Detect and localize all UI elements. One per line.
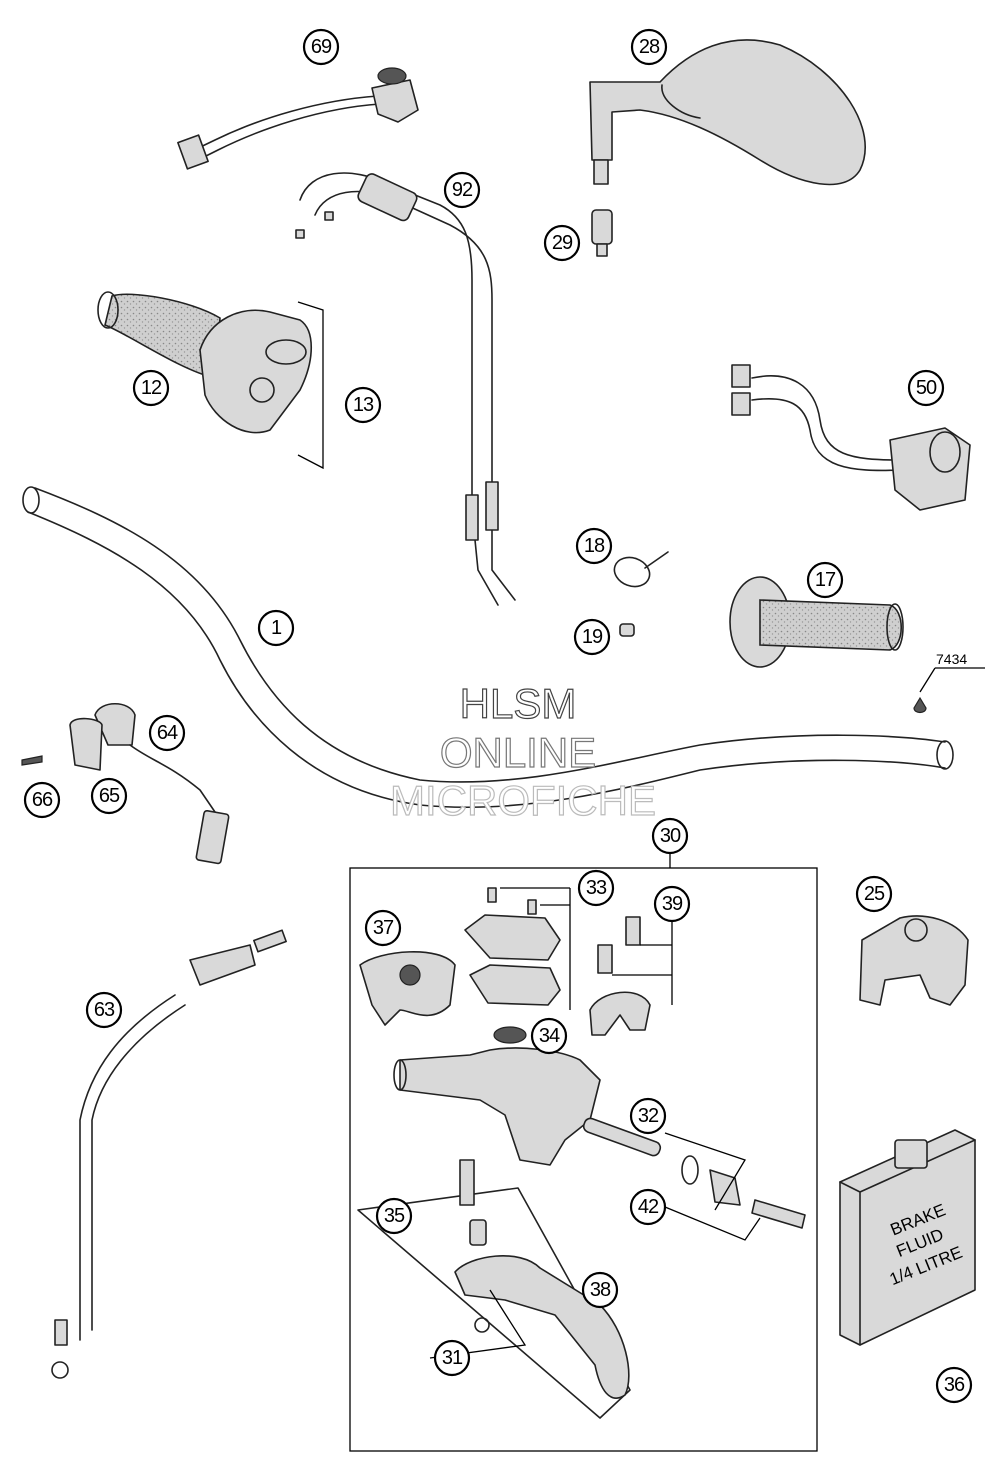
callout-50: 50 bbox=[907, 369, 945, 407]
callout-29: 29 bbox=[543, 224, 581, 262]
svg-text:19: 19 bbox=[582, 626, 603, 648]
callout-39: 39 bbox=[653, 885, 691, 923]
svg-text:42: 42 bbox=[638, 1196, 659, 1218]
piston-kit bbox=[664, 1132, 806, 1241]
callout-64: 64 bbox=[148, 714, 186, 752]
clutch-cable bbox=[51, 929, 287, 1379]
callout-32: 32 bbox=[629, 1097, 667, 1135]
svg-text:25: 25 bbox=[864, 883, 885, 905]
callout-34: 34 bbox=[530, 1017, 568, 1055]
svg-text:13: 13 bbox=[353, 394, 374, 416]
callout-28: 28 bbox=[630, 28, 668, 66]
callout-35: 35 bbox=[375, 1197, 413, 1235]
svg-text:28: 28 bbox=[639, 36, 660, 58]
callout-17: 17 bbox=[806, 561, 844, 599]
svg-text:38: 38 bbox=[590, 1279, 611, 1301]
callout-12: 12 bbox=[132, 369, 170, 407]
callout-38: 38 bbox=[581, 1271, 619, 1309]
svg-text:34: 34 bbox=[539, 1025, 560, 1047]
callout-group: 69 28 92 29 12 13 50 18 17 19 1 64 66 65… bbox=[23, 28, 973, 1404]
callout-37: 37 bbox=[364, 909, 402, 947]
callout-33: 33 bbox=[577, 869, 615, 907]
handlebar bbox=[22, 486, 954, 809]
clamp-25 bbox=[859, 915, 969, 1006]
svg-text:18: 18 bbox=[584, 535, 605, 557]
svg-text:35: 35 bbox=[384, 1205, 405, 1227]
svg-text:63: 63 bbox=[94, 999, 115, 1021]
callout-31: 31 bbox=[433, 1339, 471, 1377]
svg-text:17: 17 bbox=[815, 569, 836, 591]
svg-text:39: 39 bbox=[662, 893, 683, 915]
brake-lever bbox=[357, 1159, 631, 1419]
svg-text:1: 1 bbox=[271, 617, 282, 639]
callout-25: 25 bbox=[855, 875, 893, 913]
master-cylinder bbox=[393, 1026, 662, 1166]
master-clamp bbox=[589, 916, 673, 1036]
reservoir-cover bbox=[464, 887, 571, 1010]
reference-number: 7434 bbox=[936, 651, 967, 667]
svg-text:64: 64 bbox=[157, 722, 178, 744]
callout-30: 30 bbox=[651, 817, 689, 855]
svg-text:50: 50 bbox=[916, 377, 937, 399]
svg-text:30: 30 bbox=[660, 825, 681, 847]
grip-left bbox=[729, 576, 904, 668]
svg-text:31: 31 bbox=[442, 1347, 463, 1369]
callout-65: 65 bbox=[90, 777, 128, 815]
svg-text:66: 66 bbox=[32, 789, 53, 811]
svg-text:32: 32 bbox=[638, 1105, 659, 1127]
callout-63: 63 bbox=[85, 991, 123, 1029]
callout-69: 69 bbox=[302, 28, 340, 66]
svg-text:37: 37 bbox=[373, 917, 394, 939]
svg-text:12: 12 bbox=[141, 377, 162, 399]
callout-42: 42 bbox=[629, 1188, 667, 1226]
svg-text:69: 69 bbox=[311, 36, 332, 58]
reference-7434: 7434 bbox=[913, 651, 985, 714]
callout-66: 66 bbox=[23, 781, 61, 819]
brake-fluid-bottle: BRAKE FLUID 1/4 LITRE bbox=[839, 1129, 976, 1346]
callout-1: 1 bbox=[257, 609, 295, 647]
switch-50 bbox=[731, 364, 971, 511]
lever-guard bbox=[359, 951, 456, 1026]
switch-69 bbox=[177, 67, 419, 170]
watermark-line2: ONLINE bbox=[440, 729, 596, 776]
svg-text:65: 65 bbox=[99, 785, 120, 807]
svg-text:29: 29 bbox=[552, 232, 573, 254]
assembly-frame bbox=[349, 867, 818, 1452]
callout-18: 18 bbox=[575, 527, 613, 565]
callout-19: 19 bbox=[573, 618, 611, 656]
svg-text:92: 92 bbox=[452, 179, 473, 201]
kill-switch bbox=[21, 702, 230, 865]
throttle-cables bbox=[295, 172, 516, 606]
callout-36: 36 bbox=[935, 1366, 973, 1404]
mirror bbox=[589, 39, 866, 257]
svg-text:36: 36 bbox=[944, 1374, 965, 1396]
watermark: HLSM ONLINE MICROFICHE bbox=[389, 679, 656, 824]
callout-92: 92 bbox=[443, 171, 481, 209]
watermark-line1: HLSM bbox=[460, 680, 577, 727]
watermark-line3: MICROFICHE bbox=[390, 777, 656, 824]
throttle-grip bbox=[97, 291, 324, 470]
callout-13: 13 bbox=[344, 386, 382, 424]
svg-text:33: 33 bbox=[586, 877, 607, 899]
cable-tie bbox=[613, 551, 669, 637]
